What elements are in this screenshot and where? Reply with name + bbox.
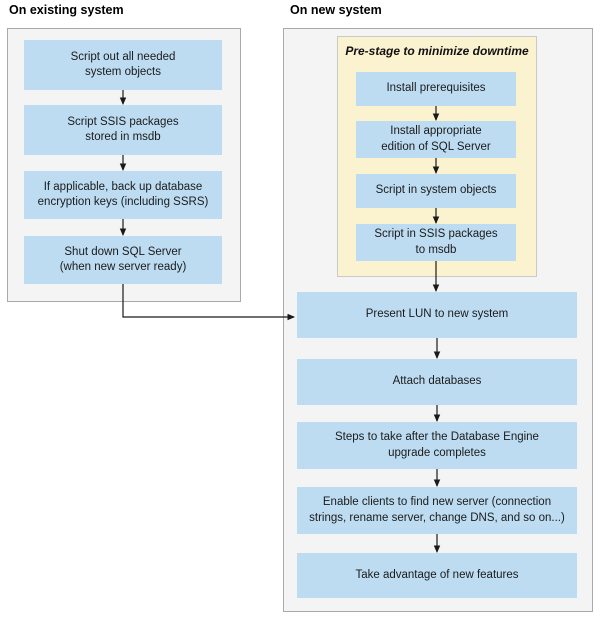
prestage-step-script-in-ssis-packages: Script in SSIS packages to msdb [356,224,516,261]
new-step-enable-clients: Enable clients to find new server (conne… [297,487,577,534]
column-header-existing: On existing system [9,3,124,17]
prestage-step-install-prerequisites: Install prerequisites [356,72,516,106]
existing-step-script-out-system-objects: Script out all needed system objects [24,40,222,90]
prestage-step-script-in-system-objects: Script in system objects [356,174,516,208]
new-step-take-advantage-new-features: Take advantage of new features [297,553,577,598]
new-step-post-upgrade-steps: Steps to take after the Database Engine … [297,422,577,469]
new-step-present-lun: Present LUN to new system [297,292,577,338]
existing-step-script-ssis-packages: Script SSIS packages stored in msdb [24,105,222,155]
existing-step-shut-down-sql-server: Shut down SQL Server (when new server re… [24,236,222,284]
prestage-step-install-sql-server-edition: Install appropriate edition of SQL Serve… [356,121,516,158]
new-step-attach-databases: Attach databases [297,359,577,405]
existing-step-backup-encryption-keys: If applicable, back up database encrypti… [24,171,222,219]
column-header-new: On new system [290,3,382,17]
prestage-title: Pre-stage to minimize downtime [345,44,529,58]
